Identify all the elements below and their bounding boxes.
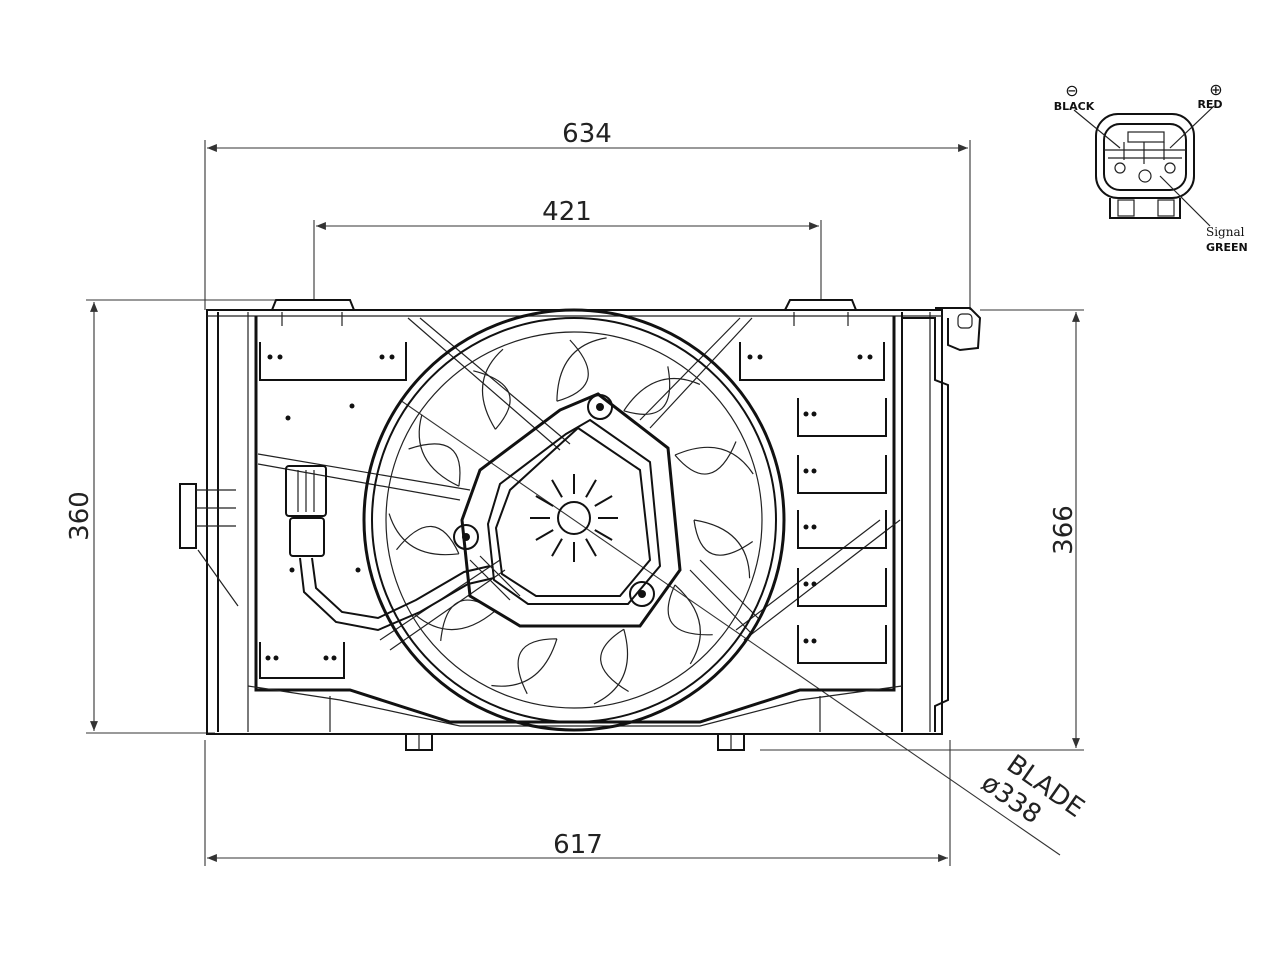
red-wire-label: RED — [1197, 98, 1222, 111]
hub-spoke — [535, 529, 554, 541]
mounting-pockets — [259, 342, 887, 679]
hub-spoke — [535, 495, 554, 507]
fan-blade — [388, 513, 460, 556]
fan-blades — [388, 337, 754, 705]
connector-inset: ⊖ ⊕ BLACK RED Signal GREEN — [1054, 80, 1248, 254]
motor-hub — [530, 474, 618, 562]
hub-spoke — [594, 495, 613, 507]
positive-terminal-icon: ⊕ — [1209, 80, 1222, 99]
wire-harness — [285, 465, 521, 632]
hub-spoke — [551, 538, 563, 557]
motor-mount — [460, 392, 682, 628]
mount-bolts — [453, 394, 655, 607]
hub-spoke — [585, 538, 597, 557]
fan-blade — [408, 414, 461, 487]
shroud-frame — [179, 299, 982, 751]
fan-blade — [491, 638, 558, 695]
dimension-634: 634 — [204, 119, 971, 310]
fan-blade — [556, 337, 607, 402]
green-wire-label: GREEN — [1206, 241, 1248, 254]
fan-blade — [593, 628, 629, 705]
dim-360-label: 360 — [65, 491, 95, 541]
fan-blade — [623, 366, 701, 415]
fan-blade — [473, 348, 511, 430]
hub-spoke — [585, 479, 597, 498]
dimension-421: 421 — [313, 197, 822, 300]
black-wire-label: BLACK — [1054, 100, 1095, 113]
dim-421-label: 421 — [542, 197, 592, 227]
dim-634-label: 634 — [562, 119, 612, 149]
dimension-366: 366 — [760, 309, 1084, 751]
fan-ring — [362, 308, 786, 732]
shroud-struts — [257, 317, 901, 651]
fan-blade — [667, 584, 713, 665]
fan-blade — [693, 519, 754, 579]
dim-366-label: 366 — [1049, 505, 1079, 555]
fan-blade — [414, 599, 496, 641]
negative-terminal-icon: ⊖ — [1065, 81, 1078, 100]
hub-spoke — [594, 529, 613, 541]
fan-blade — [674, 441, 754, 475]
hub-spoke — [551, 479, 563, 498]
dimension-617: 617 — [204, 740, 951, 866]
dim-617-label: 617 — [553, 830, 603, 860]
signal-wire-label: Signal — [1206, 225, 1245, 239]
